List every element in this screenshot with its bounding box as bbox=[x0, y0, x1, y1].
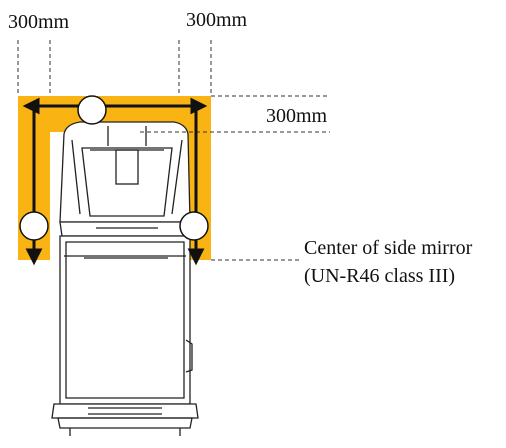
dim-label-right-top: 300mm bbox=[186, 9, 248, 31]
left-mirror-circle bbox=[19, 211, 49, 241]
dim-label-front: 300mm bbox=[266, 105, 328, 127]
dim-label-left-top: 300mm bbox=[8, 11, 70, 33]
dimension-arrows bbox=[22, 97, 208, 266]
front-center-circle bbox=[77, 95, 107, 125]
right-mirror-circle bbox=[179, 211, 209, 241]
reference-circles bbox=[19, 95, 209, 241]
vehicle-top-view bbox=[51, 121, 199, 436]
mirror-center-label-line2: (UN-R46 class III) bbox=[304, 265, 455, 287]
mirror-center-label-line1: Center of side mirror bbox=[304, 237, 473, 259]
reference-lines bbox=[17, 40, 330, 261]
